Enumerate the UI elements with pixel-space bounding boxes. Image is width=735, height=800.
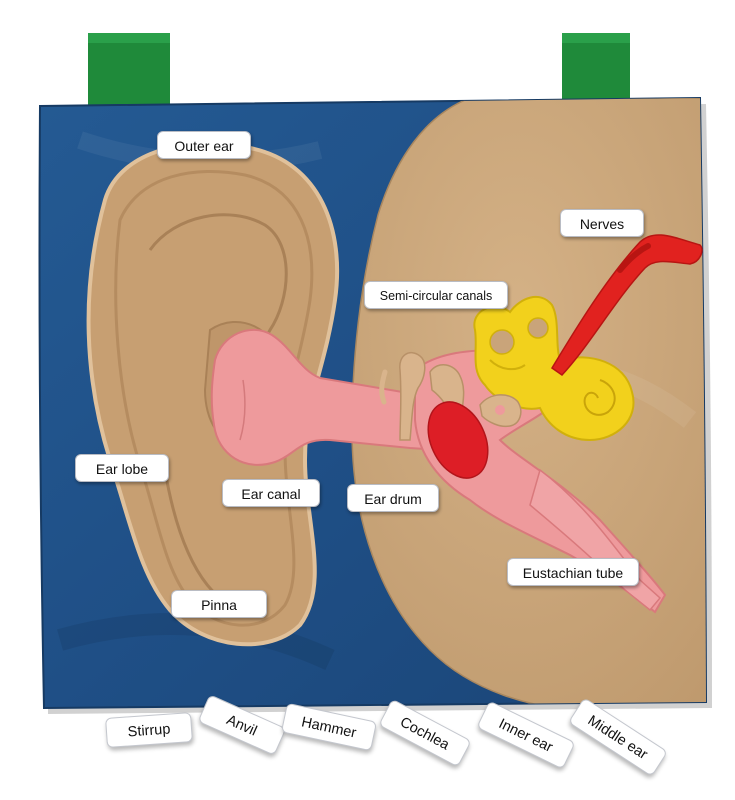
label-ear-canal[interactable]: Ear canal <box>222 479 320 507</box>
nerves-shape <box>550 234 703 376</box>
semicircular-canal-hole <box>527 317 549 339</box>
semicircular-canal-hole <box>489 329 515 355</box>
hanging-tabs <box>88 33 630 113</box>
left-hanging-tab <box>88 33 170 113</box>
label-eustachian-tube[interactable]: Eustachian tube <box>507 558 639 586</box>
label-outer-ear[interactable]: Outer ear <box>157 131 251 159</box>
hammer-shape <box>399 351 426 441</box>
label-semicircular-canals[interactable]: Semi-circular canals <box>364 281 508 309</box>
label-pinna[interactable]: Pinna <box>171 590 267 618</box>
label-nerves[interactable]: Nerves <box>560 209 644 237</box>
right-hanging-tab <box>562 33 630 109</box>
label-ear-drum[interactable]: Ear drum <box>347 484 439 512</box>
ear-drum-shape <box>427 401 489 479</box>
ear-canal-shape <box>210 328 441 466</box>
label-ear-lobe[interactable]: Ear lobe <box>75 454 169 482</box>
loose-label-stirrup[interactable]: Stirrup <box>105 712 193 748</box>
